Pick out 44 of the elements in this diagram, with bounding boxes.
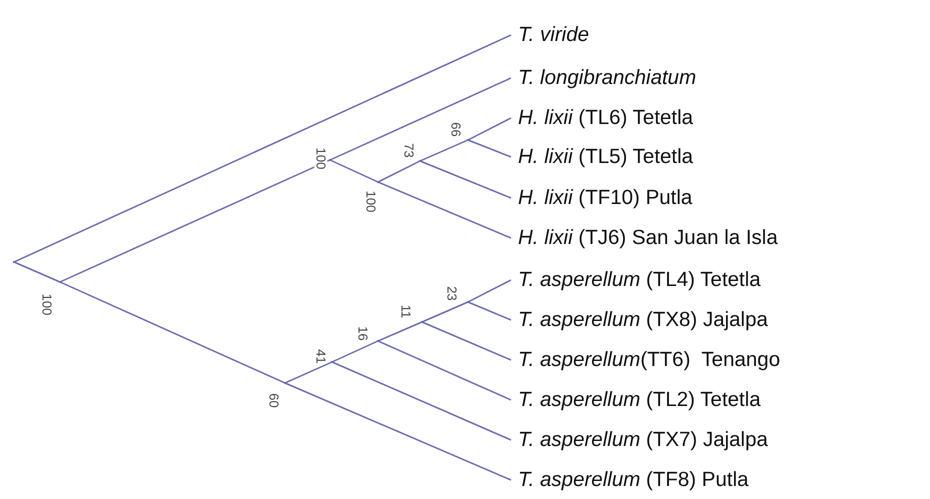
bootstrap-value: 41 <box>314 348 328 364</box>
tree-branch <box>378 321 422 342</box>
bootstrap-value: 60 <box>267 392 280 408</box>
tree-branch <box>284 361 332 384</box>
tree-branch <box>468 301 512 321</box>
tree-branch <box>330 159 378 183</box>
bootstrap-value: 100 <box>364 190 377 212</box>
tree-branch <box>60 281 286 384</box>
bootstrap-value: 100 <box>314 147 327 169</box>
tree-branch <box>14 261 60 283</box>
tree-branch <box>378 181 512 239</box>
tree-branch <box>330 77 512 161</box>
tree-branch <box>468 279 512 303</box>
tree-branch <box>378 160 420 183</box>
taxon-label: H. lixii (TF10) Putla <box>511 185 692 211</box>
tree-branch <box>284 382 512 481</box>
tree-branch <box>468 117 512 141</box>
tree-branch <box>422 301 468 323</box>
tree-branch <box>14 34 512 263</box>
bootstrap-value: 73 <box>402 142 416 158</box>
tree-branch <box>420 160 512 199</box>
bootstrap-value: 23 <box>445 286 458 300</box>
tree-branch <box>332 361 512 441</box>
taxon-label: T. asperellum (TL4) Tetetla <box>511 267 761 293</box>
bootstrap-value: 11 <box>398 304 412 318</box>
tree-branch <box>60 159 330 283</box>
taxon-label: T. viride <box>511 22 590 48</box>
taxon-label: T. longibranchiatum <box>511 65 696 91</box>
taxon-label: T. asperellum (TX7) Jajalpa <box>511 427 768 453</box>
tree-branch <box>378 340 512 401</box>
bootstrap-value: 66 <box>449 122 462 136</box>
taxon-label: T. asperellum (TX8) Jajalpa <box>511 307 768 333</box>
taxon-label: H. lixii (TL6) Tetetla <box>511 105 694 131</box>
tree-branch <box>422 321 512 361</box>
bootstrap-value: 100 <box>40 293 53 315</box>
bootstrap-value: 16 <box>356 326 370 340</box>
taxon-label: H. lixii (TJ6) San Juan la Isla <box>511 225 778 251</box>
taxon-label: T. asperellum (TL2) Tetetla <box>511 387 761 413</box>
tree-branch <box>420 139 468 162</box>
taxon-label: T. asperellum(TT6) Tenango <box>511 347 780 373</box>
tree-branch <box>468 139 512 158</box>
taxon-label: H. lixii (TL5) Tetetla <box>511 144 694 170</box>
tree-branch <box>332 340 378 363</box>
taxon-label: T. asperellum (TF8) Putla <box>511 467 749 493</box>
